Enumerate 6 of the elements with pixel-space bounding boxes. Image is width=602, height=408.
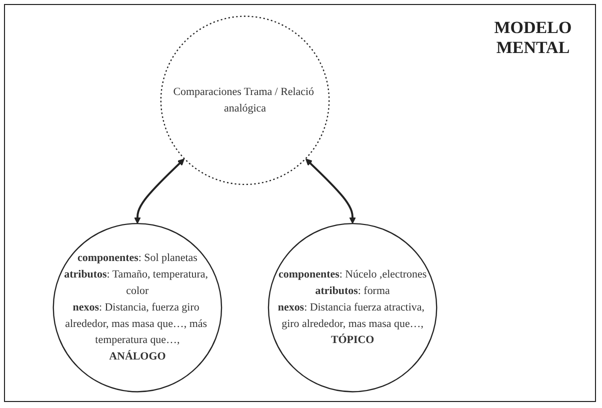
arrow <box>305 158 356 224</box>
node-circle: componentes: Núcelo ,electrones atributos: forma nexos: Distancia fuerza atractiva, giro alrededor, mas masa que…, TÓPICO <box>268 222 438 392</box>
node-circle: Comparaciones Trama / Relació analógica <box>160 16 330 186</box>
arrow <box>134 158 185 224</box>
node-circle: componentes: Sol planetas atributos: Tamaño, temperatura, color nexos: Distancia, fuerza giro alrededor, mas masa que…, más temperatura que…, ANÁLOGO <box>52 222 222 392</box>
heading-label: MODELO MENTAL <box>493 18 573 58</box>
